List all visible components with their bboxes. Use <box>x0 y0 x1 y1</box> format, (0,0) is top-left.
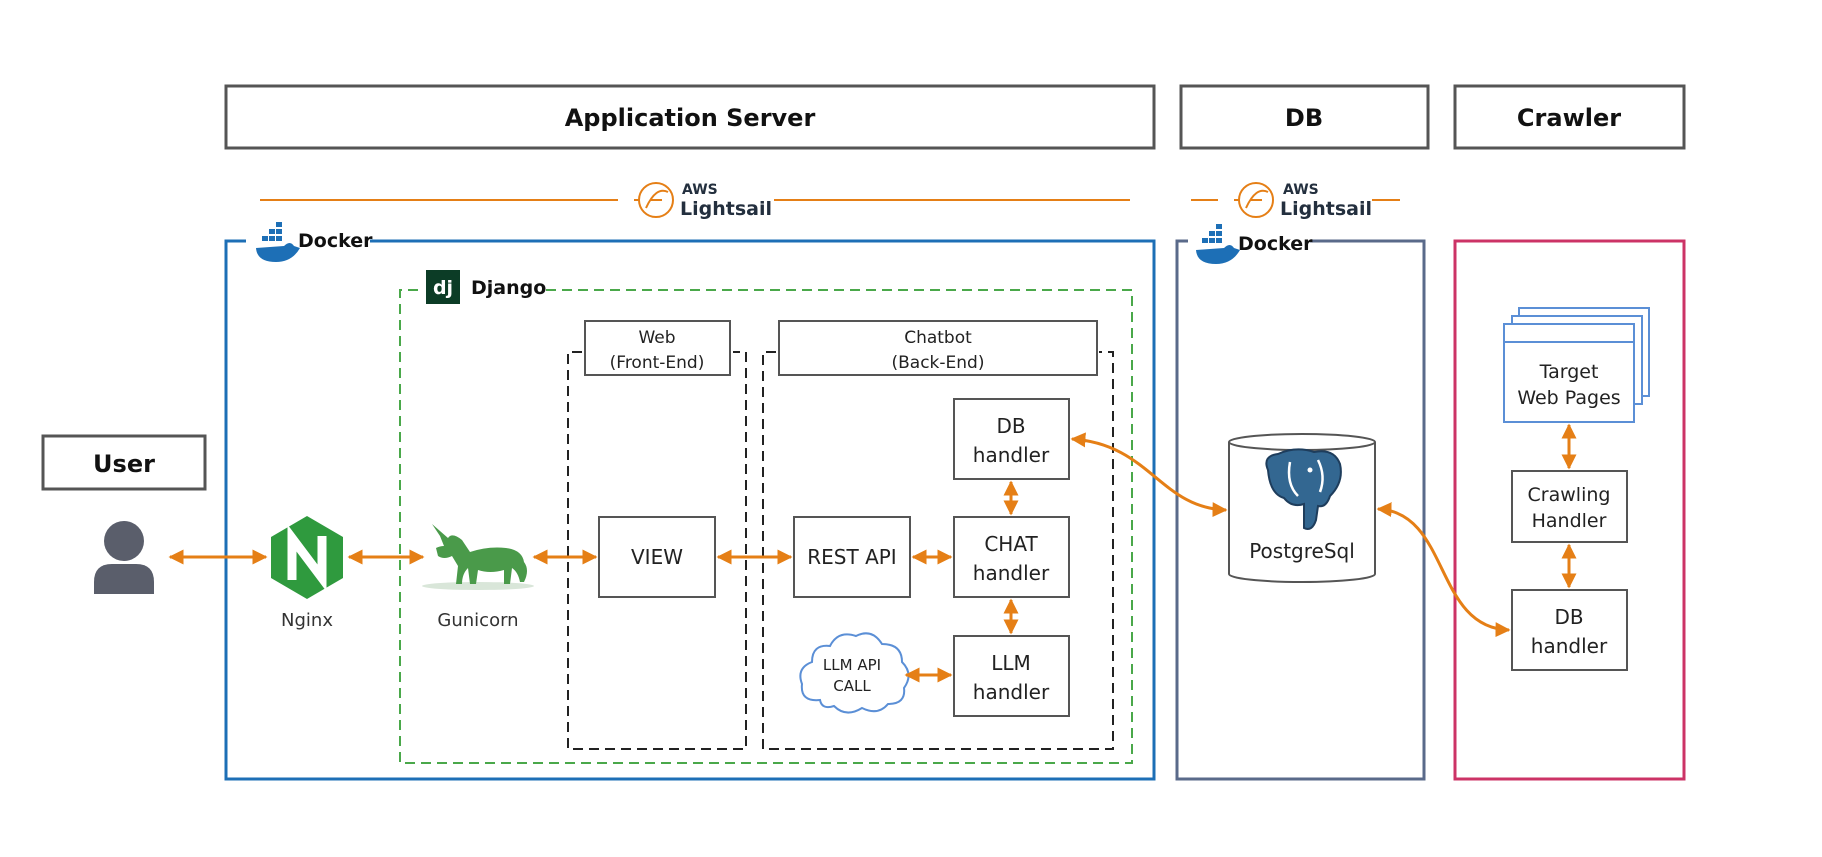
nginx: Nginx <box>271 516 343 631</box>
arrow-postgres-crawlerdb <box>1376 502 1511 638</box>
docker-label: Docker <box>298 230 373 252</box>
django-logo-icon: dj <box>426 270 460 304</box>
chat-handler-line2: handler <box>973 561 1050 585</box>
aws-lightsail-db: AWS Lightsail <box>1191 182 1400 220</box>
docker-container-app: Docker <box>224 222 1156 781</box>
chatbot-box-line2: (Back-End) <box>892 353 985 373</box>
nginx-icon <box>271 516 343 599</box>
nginx-label: Nginx <box>281 610 333 631</box>
postgres-elephant-icon <box>1265 448 1342 530</box>
rest-api-box: REST API <box>793 516 911 598</box>
gunicorn-unicorn-icon <box>422 524 534 590</box>
app-server-header: Application Server <box>224 84 1156 150</box>
user-header: User <box>41 434 207 491</box>
lightsail-label: Lightsail <box>680 198 772 220</box>
postgres-db: PostgreSql <box>1228 433 1376 583</box>
llm-api-call: LLM API CALL <box>799 632 910 714</box>
connector-arrows <box>168 423 1577 683</box>
aws-lightsail-app: AWS Lightsail <box>260 182 1130 220</box>
gunicorn-label: Gunicorn <box>437 610 518 631</box>
django-logo-text: dj <box>433 277 453 299</box>
llm-handler-line2: handler <box>973 680 1050 704</box>
crawling-handler-box: Crawling Handler <box>1511 470 1628 543</box>
django-container: dj Django <box>399 270 1133 764</box>
app-server-header-text: Application Server <box>565 104 816 132</box>
docker-container-db: Docker <box>1175 224 1426 781</box>
aws-lightsail-icon <box>1234 182 1274 218</box>
chat-handler-box: CHAT handler <box>953 516 1070 598</box>
view-label: VIEW <box>631 545 683 569</box>
gunicorn: Gunicorn <box>422 524 534 631</box>
view-box: VIEW <box>598 516 716 598</box>
crawling-handler-line2: Handler <box>1532 510 1607 532</box>
db-header-text: DB <box>1285 104 1323 132</box>
docker-whale-icon <box>1196 224 1240 264</box>
crawler-db-handler-line2: handler <box>1531 634 1608 658</box>
django-label: Django <box>471 277 546 299</box>
db-header: DB <box>1179 84 1430 150</box>
crawler-db-handler-box: DB handler <box>1511 589 1628 671</box>
web-box-line1: Web <box>638 328 675 348</box>
user-header-text: User <box>93 450 155 478</box>
crawler-db-handler-line1: DB <box>1554 605 1583 629</box>
chatbot-box-line1: Chatbot <box>904 328 972 348</box>
user-icon <box>94 521 154 594</box>
crawler-header-text: Crawler <box>1517 104 1621 132</box>
chatbot-backend-group: Chatbot (Back-End) <box>762 320 1114 750</box>
web-box-line2: (Front-End) <box>610 353 705 373</box>
target-web-pages: Target Web Pages <box>1503 307 1650 423</box>
target-pages-line2: Web Pages <box>1517 387 1620 409</box>
db-handler-line1: DB <box>996 414 1025 438</box>
lightsail-label: Lightsail <box>1280 198 1372 220</box>
web-frontend-group: Web (Front-End) <box>567 320 747 750</box>
db-handler-line2: handler <box>973 443 1050 467</box>
docker-label: Docker <box>1238 233 1313 255</box>
aws-lightsail-icon <box>634 182 674 218</box>
chat-handler-line1: CHAT <box>984 532 1038 556</box>
docker-whale-icon <box>256 222 300 262</box>
llm-api-call-line1: LLM API <box>823 656 881 674</box>
aws-label: AWS <box>682 182 718 198</box>
arrow-dbhandler-postgres <box>1070 432 1228 518</box>
llm-handler-line1: LLM <box>991 651 1031 675</box>
llm-api-call-line2: CALL <box>833 677 871 695</box>
target-pages-line1: Target <box>1539 361 1599 383</box>
web-pages-stack-icon <box>1503 307 1650 423</box>
rest-api-label: REST API <box>807 545 896 569</box>
cloud-icon <box>799 632 910 714</box>
llm-handler-box: LLM handler <box>953 635 1070 717</box>
crawler-header: Crawler <box>1453 84 1686 150</box>
postgres-label: PostgreSql <box>1249 539 1355 563</box>
crawling-handler-line1: Crawling <box>1528 484 1611 506</box>
db-handler-box: DB handler <box>953 398 1070 480</box>
aws-label: AWS <box>1283 182 1319 198</box>
